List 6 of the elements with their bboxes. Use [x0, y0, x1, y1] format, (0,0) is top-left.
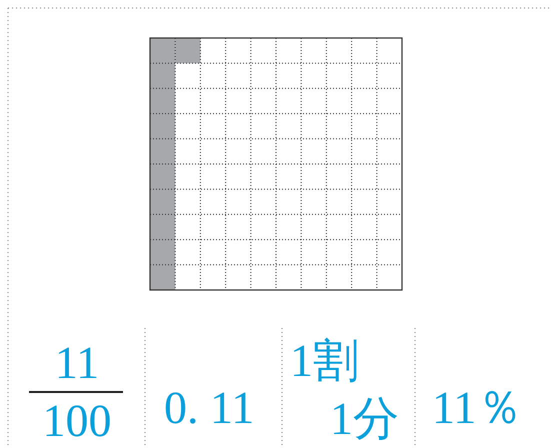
bu-value: 1分 [330, 396, 399, 442]
denominator: 100 [42, 398, 112, 444]
percent-value: 11％ [432, 385, 522, 431]
decimal-value: 0. 11 [164, 385, 254, 431]
wari-value: 1割 [290, 338, 359, 384]
numerator: 11 [54, 340, 100, 386]
